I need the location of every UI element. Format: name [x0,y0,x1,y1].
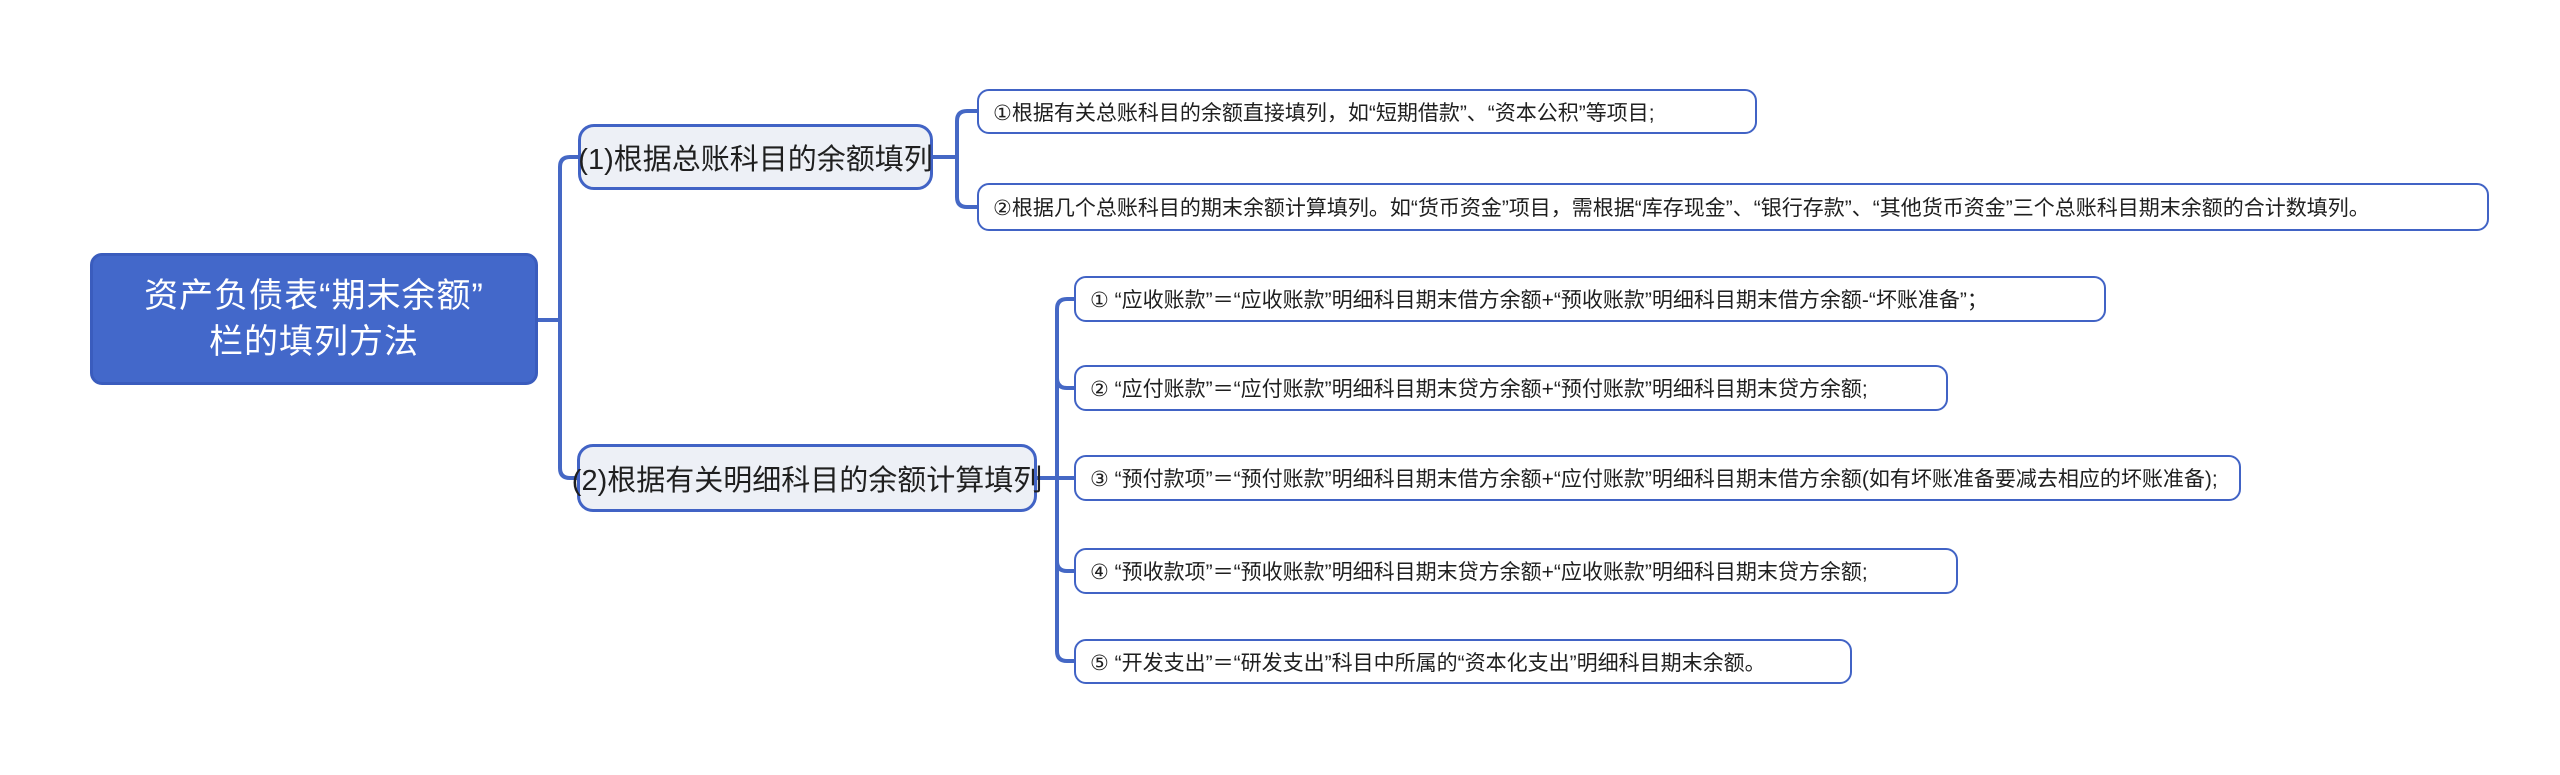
root-title-line-1: 资产负债表“期末余额” [144,277,484,315]
leaf-node-prepayments[interactable]: ③ “预付款项”＝“预付账款”明细科目期末借方余额+“应付账款”明细科目期末借方… [1074,455,2241,501]
branch-label: (2)根据有关明细科目的余额计算填列 [571,465,1043,497]
branch-node-general-ledger[interactable]: (1)根据总账科目的余额填列 [578,124,933,190]
leaf-node-accounts-payable[interactable]: ② “应付账款”＝“应付账款”明细科目期末贷方余额+“预付账款”明细科目期末贷方… [1074,365,1948,411]
connector-branch2-trunk [1055,297,1077,663]
root-title-line-2: 栏的填列方法 [209,323,419,361]
branch-node-subsidiary-ledger[interactable]: (2)根据有关明细科目的余额计算填列 [572,444,1042,512]
leaf-text: ②根据几个总账科目的期末余额计算填列。如“货币资金”项目，需根据“库存现金”、“… [993,197,2370,220]
leaf-text: ①根据有关总账科目的余额直接填列，如“短期借款”、“资本公积”等项目; [993,101,1655,125]
leaf-text: ④ “预收款项”＝“预收账款”明细科目期末贷方余额+“应收账款”明细科目期末贷方… [1090,561,1868,584]
connector-branch1-trunk [955,109,979,209]
leaf-text: ① “应收账款”＝“应收账款”明细科目期末借方余额+“预收账款”明细科目期末借方… [1090,289,1988,312]
leaf-node-calculated-fill[interactable]: ②根据几个总账科目的期末余额计算填列。如“货币资金”项目，需根据“库存现金”、“… [977,183,2489,231]
leaf-node-accounts-receivable[interactable]: ① “应收账款”＝“应收账款”明细科目期末借方余额+“预收账款”明细科目期末借方… [1074,276,2106,322]
branch-label: (1)根据总账科目的余额填列 [578,144,933,176]
connector-main-trunk [558,155,580,480]
leaf-text: ⑤ “开发支出”＝“研发支出”科目中所属的“资本化支出”明细科目期末余额。 [1090,651,1766,675]
leaf-node-direct-fill[interactable]: ①根据有关总账科目的余额直接填列，如“短期借款”、“资本公积”等项目; [977,89,1757,134]
connector-branch2-elbow-4 [1055,559,1076,573]
leaf-text: ③ “预付款项”＝“预付账款”明细科目期末借方余额+“应付账款”明细科目期末借方… [1090,468,2218,491]
connector-branch2-elbow-2 [1055,376,1076,390]
leaf-node-advances-received[interactable]: ④ “预收款项”＝“预收账款”明细科目期末贷方余额+“应收账款”明细科目期末贷方… [1074,548,1958,594]
root-topic-node[interactable]: 资产负债表“期末余额” 栏的填列方法 [90,253,538,385]
leaf-node-development-expenditure[interactable]: ⑤ “开发支出”＝“研发支出”科目中所属的“资本化支出”明细科目期末余额。 [1074,639,1852,684]
root-topic-title: 资产负债表“期末余额” 栏的填列方法 [144,273,484,365]
leaf-text: ② “应付账款”＝“应付账款”明细科目期末贷方余额+“预付账款”明细科目期末贷方… [1090,378,1868,401]
